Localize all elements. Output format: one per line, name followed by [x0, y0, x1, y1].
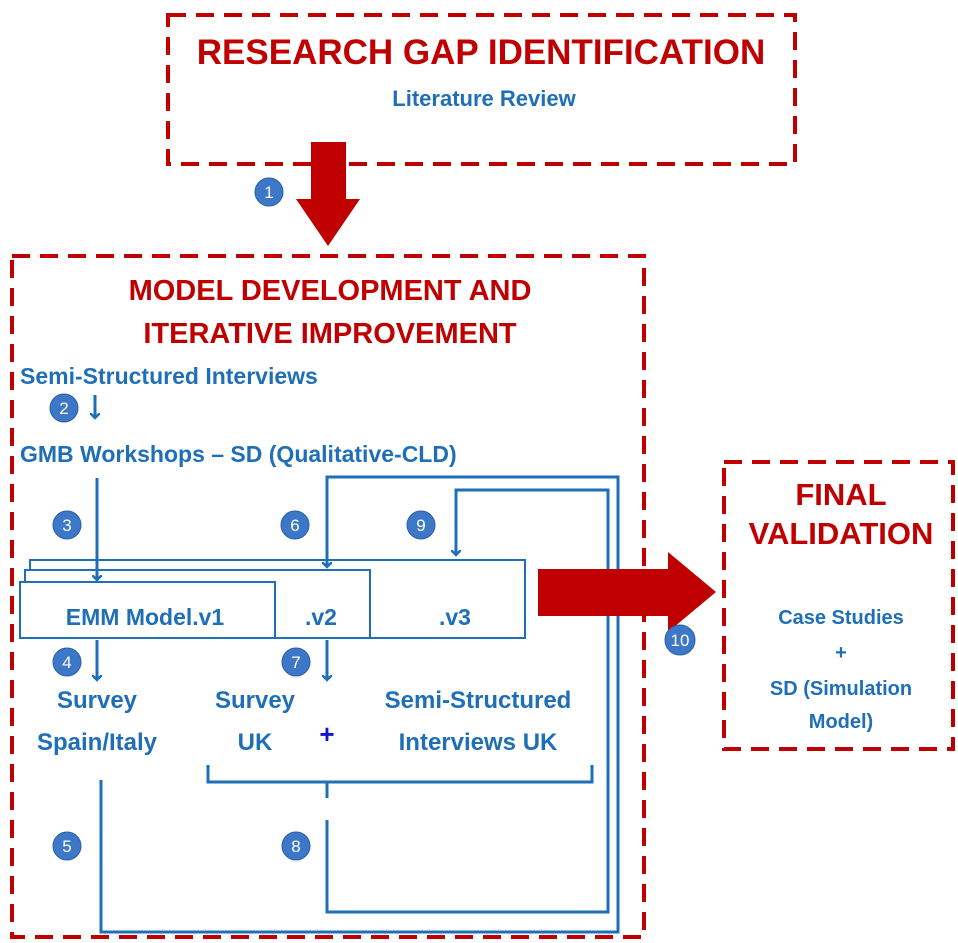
step-7-number: 7 — [291, 653, 300, 672]
step-4-circle — [52, 647, 82, 677]
case-studies-label: Case Studies — [778, 607, 904, 629]
final-validation-line2: VALIDATION — [749, 516, 934, 551]
step-10-badge: 10 — [664, 624, 696, 656]
feedback-loop-to-v3 — [325, 488, 610, 914]
right-arrow-to-validation — [538, 552, 716, 632]
step-4-number: 4 — [62, 653, 71, 672]
survey-spain-line2: Spain/Italy — [37, 729, 158, 756]
down-arrow-to-model — [296, 142, 360, 246]
step-8-circle — [281, 831, 311, 861]
step-7-badge: 7 — [281, 647, 311, 677]
final-plus-sign: + — [835, 642, 847, 664]
survey-uk-line1: Survey — [215, 687, 296, 714]
model-v2-label: .v2 — [305, 604, 337, 630]
step-3-number: 3 — [62, 516, 71, 535]
ssi-uk-line1: Semi-Structured — [385, 687, 572, 714]
plus-sign-uk: + — [319, 719, 334, 749]
step-2-badge: 2 — [49, 393, 79, 423]
step-9-badge: 9 — [406, 510, 436, 540]
sd-simulation-line1: SD (Simulation — [770, 678, 912, 700]
step-9-circle — [406, 510, 436, 540]
research-gap-box — [166, 13, 797, 166]
survey-uk-line2: UK — [238, 729, 273, 756]
gmb-workshops-label: GMB Workshops – SD (Qualitative-CLD) — [20, 441, 457, 467]
step-1-circle — [254, 177, 284, 207]
research-gap-title: RESEARCH GAP IDENTIFICATION — [197, 33, 765, 72]
step-4-badge: 4 — [52, 647, 82, 677]
emm-model-v1-label: EMM Model.v1 — [66, 604, 225, 630]
step-9-number: 9 — [416, 516, 425, 535]
model-v3-label: .v3 — [439, 604, 471, 630]
semi-structured-interviews-label: Semi-Structured Interviews — [20, 363, 318, 389]
final-validation-line1: FINAL — [795, 477, 886, 512]
step-5-circle — [52, 831, 82, 861]
step-2-circle — [49, 393, 79, 423]
step-10-circle — [664, 624, 696, 656]
final-validation-box — [722, 460, 955, 751]
step-2-number: 2 — [59, 399, 68, 418]
literature-review-label: Literature Review — [392, 86, 576, 111]
step-1-number: 1 — [264, 183, 273, 202]
step-3-circle — [52, 510, 82, 540]
step-7-circle — [281, 647, 311, 677]
model-dev-title-line1: MODEL DEVELOPMENT AND — [129, 275, 532, 307]
model-v1-box — [19, 581, 276, 639]
sd-simulation-line2: Model) — [809, 711, 873, 733]
step-1-badge: 1 — [254, 177, 284, 207]
step-3-badge: 3 — [52, 510, 82, 540]
uk-bracket — [206, 765, 594, 784]
feedback-loop-to-v2 — [99, 475, 620, 934]
ssi-uk-line2: Interviews UK — [399, 729, 558, 756]
step-5-badge: 5 — [52, 831, 82, 861]
step-6-badge: 6 — [280, 510, 310, 540]
model-development-box — [10, 254, 646, 939]
step-8-number: 8 — [291, 837, 300, 856]
model-dev-title-line2: ITERATIVE IMPROVEMENT — [143, 318, 517, 350]
step-6-number: 6 — [290, 516, 299, 535]
step-5-number: 5 — [62, 837, 71, 856]
step-10-number: 10 — [671, 631, 690, 650]
survey-spain-line1: Survey — [57, 687, 138, 714]
step-8-badge: 8 — [281, 831, 311, 861]
step-6-circle — [280, 510, 310, 540]
